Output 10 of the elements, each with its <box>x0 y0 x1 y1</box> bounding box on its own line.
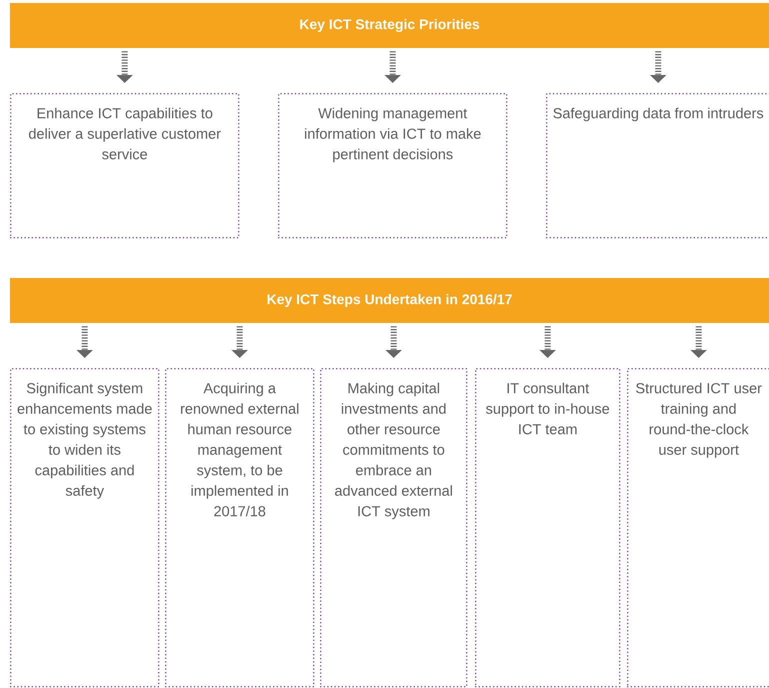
text-box: Widening management information via ICT to make pertinent decisions <box>278 93 508 238</box>
text-box: Structured ICT user training and round-the-clock user support <box>627 368 769 688</box>
header-bar: Key ICT Steps Undertaken in 2016/17 <box>10 278 769 323</box>
text-box: Acquiring a renowned external human resource management system, to be implemented in 2017/18 <box>165 368 314 688</box>
header-bar: Key ICT Strategic Priorities <box>10 3 769 48</box>
text-box: Significant system enhancements made to existing systems to widen its capabilities and safety <box>10 368 160 688</box>
text-box: IT consultant support to in-house ICT team <box>475 368 620 688</box>
text-box: Making capital investments and other resource commitments to embrace an advanced external ICT system <box>320 368 468 688</box>
text-box: Enhance ICT capabilities to deliver a superlative customer service <box>10 93 240 238</box>
text-box: Safeguarding data from intruders <box>546 93 769 238</box>
